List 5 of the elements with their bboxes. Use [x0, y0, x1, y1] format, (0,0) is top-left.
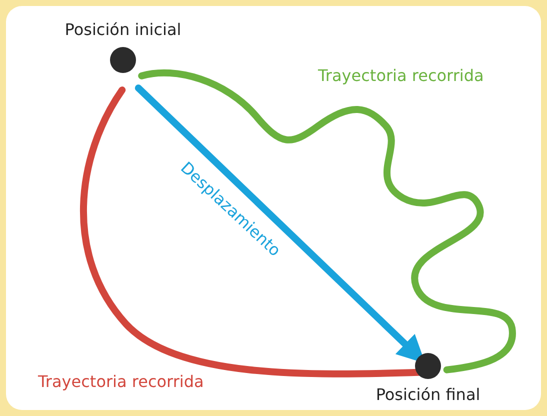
position-label: Posición inicial	[64, 20, 182, 39]
path-line	[138, 69, 516, 374]
edge-label: Trayectoria recorrida	[38, 372, 204, 391]
position-label: Posición final	[376, 385, 480, 404]
edge-label: Trayectoria recorrida	[318, 66, 484, 85]
